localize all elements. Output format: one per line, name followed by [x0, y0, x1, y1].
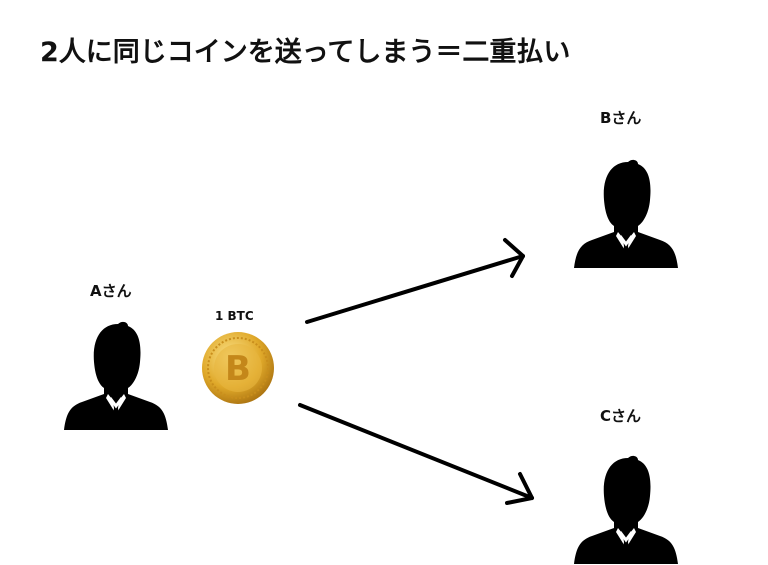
arrow-to-c [298, 403, 534, 505]
person-b-label: Bさん [600, 109, 642, 127]
person-c-label: Cさん [600, 407, 642, 425]
page-title: 2人に同じコインを送ってしまう＝二重払い [40, 37, 571, 68]
svg-text:B: B [225, 349, 251, 389]
arrow-to-b [305, 238, 525, 324]
bitcoin-coin-icon: B [202, 332, 274, 404]
coin-label: 1 BTC [215, 309, 254, 323]
person-a-label: Aさん [90, 282, 132, 300]
